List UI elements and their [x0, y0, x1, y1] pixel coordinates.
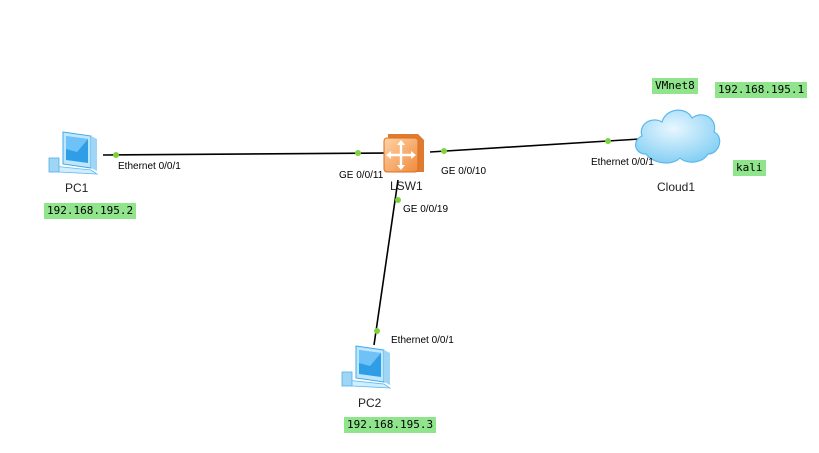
cloud-device[interactable]	[630, 102, 722, 170]
computer-icon	[48, 131, 99, 175]
port-dot-cloud	[605, 138, 611, 144]
switch-label: LSW1	[390, 179, 423, 193]
pc2-port-label: Ethernet 0/0/1	[391, 335, 454, 346]
pc2-device[interactable]	[340, 342, 398, 392]
switch-device[interactable]	[380, 130, 426, 176]
pc1-ip-note: 192.168.195.2	[44, 203, 137, 219]
cloud-port-label: Ethernet 0/0/1	[591, 157, 654, 168]
sw-ge19-label: GE 0/0/19	[403, 204, 449, 215]
kali-note: kali	[733, 160, 766, 176]
vmnet-note: VMnet8	[652, 78, 698, 94]
port-dot-sw-ge11	[355, 150, 361, 156]
pc1-port-label: Ethernet 0/0/1	[118, 161, 181, 172]
port-dot-pc2	[374, 328, 380, 334]
link-lsw1-cloud1[interactable]	[429, 138, 641, 153]
cloud-ip-note: 192.168.195.1	[715, 82, 808, 98]
link-pc1-lsw1[interactable]	[102, 152, 386, 156]
cloud-label: Cloud1	[657, 180, 696, 194]
port-dot-pc1	[113, 152, 119, 158]
port-dot-sw-ge10	[441, 148, 447, 154]
sw-ge11-label: GE 0/0/11	[339, 170, 384, 181]
computer-icon	[341, 345, 392, 389]
link-lsw1-pc2[interactable]	[373, 179, 399, 346]
switch-icon	[383, 134, 424, 173]
cloud-icon	[635, 109, 721, 164]
port-dot-sw-ge19	[395, 197, 401, 203]
pc1-label: PC1	[65, 181, 89, 195]
sw-ge10-label: GE 0/0/10	[441, 166, 487, 177]
pc2-ip-note: 192.168.195.3	[344, 417, 437, 433]
pc2-label: PC2	[358, 396, 382, 410]
pc1-device[interactable]	[47, 128, 105, 178]
